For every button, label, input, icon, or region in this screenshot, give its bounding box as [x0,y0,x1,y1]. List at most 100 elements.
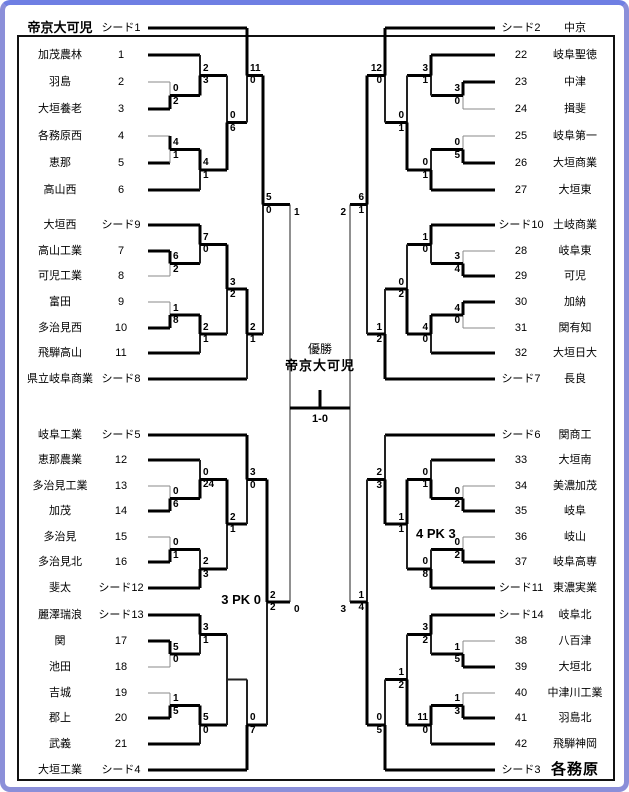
team-number: 19 [114,687,128,699]
team-name: 加茂農林 [38,49,82,61]
team-number: 12 [114,454,128,466]
team-number: 30 [514,296,528,308]
team-name: 各務原 [550,761,599,778]
team-name: 美濃加茂 [553,480,597,492]
team-number: 18 [114,661,128,673]
team-name: 斐太 [49,582,71,594]
team-name: 富田 [49,296,71,308]
team-name: 県立岐阜商業 [27,373,93,385]
team-name: 麗澤瑞浪 [38,609,82,621]
team-name: 中津 [564,76,586,88]
team-number: 1 [117,49,125,61]
team-number: 39 [514,661,528,673]
team-number: 14 [114,505,128,517]
team-number: 22 [514,49,528,61]
team-name: 大垣北 [558,661,592,673]
bracket-frame [17,35,615,781]
semifinal-score: 0 [294,604,300,616]
team-name: 池田 [49,661,71,673]
team-number: 10 [114,322,128,334]
team-name: 各務原西 [38,130,82,142]
team-number: 4 [117,130,125,142]
team-name: 飛騨神岡 [553,738,597,750]
team-name: 高山工業 [38,245,82,257]
team-name: 東濃実業 [553,582,597,594]
seed-label: シード13 [98,609,144,621]
team-name: 大垣商業 [553,157,597,169]
team-number: 26 [514,157,528,169]
team-name: 中津川工業 [547,687,603,699]
team-name: 加茂 [49,505,71,517]
seed-label: シード12 [98,582,144,594]
seed-label: シード4 [101,764,141,776]
team-number: 38 [514,635,528,647]
team-name: 大垣養老 [38,103,82,115]
team-name: 長良 [564,373,586,385]
seed-label: シード14 [498,609,544,621]
team-number: 31 [514,322,528,334]
team-number: 7 [117,245,125,257]
champion-name: 帝京大可児 [284,358,355,373]
team-name: 武義 [49,738,71,750]
semifinal-score: 3 [340,604,346,616]
team-number: 29 [514,270,528,282]
team-name: 多治見北 [38,556,82,568]
team-number: 32 [514,347,528,359]
team-name: 多治見工業 [32,480,88,492]
team-name: 可児工業 [38,270,82,282]
team-number: 40 [514,687,528,699]
semifinal-score: 1 [294,206,300,218]
team-name: 帝京大可児 [27,20,93,35]
seed-label: シード6 [501,429,541,441]
team-number: 5 [117,157,125,169]
team-number: 9 [117,296,125,308]
team-name: 大垣日大 [553,347,597,359]
seed-label: シード11 [498,582,544,594]
team-name: 飛騨高山 [38,347,82,359]
team-name: 可児 [564,270,586,282]
team-name: 岐阜工業 [38,429,82,441]
team-number: 20 [114,712,128,724]
team-number: 33 [514,454,528,466]
team-name: 岐山 [564,531,586,543]
team-number: 27 [514,184,528,196]
team-name: 関 [54,635,66,647]
team-name: 八百津 [558,635,592,647]
seed-label: シード2 [501,22,541,34]
team-number: 13 [114,480,128,492]
team-number: 3 [117,103,125,115]
team-name: 関商工 [558,429,592,441]
team-name: 岐阜高専 [553,556,597,568]
